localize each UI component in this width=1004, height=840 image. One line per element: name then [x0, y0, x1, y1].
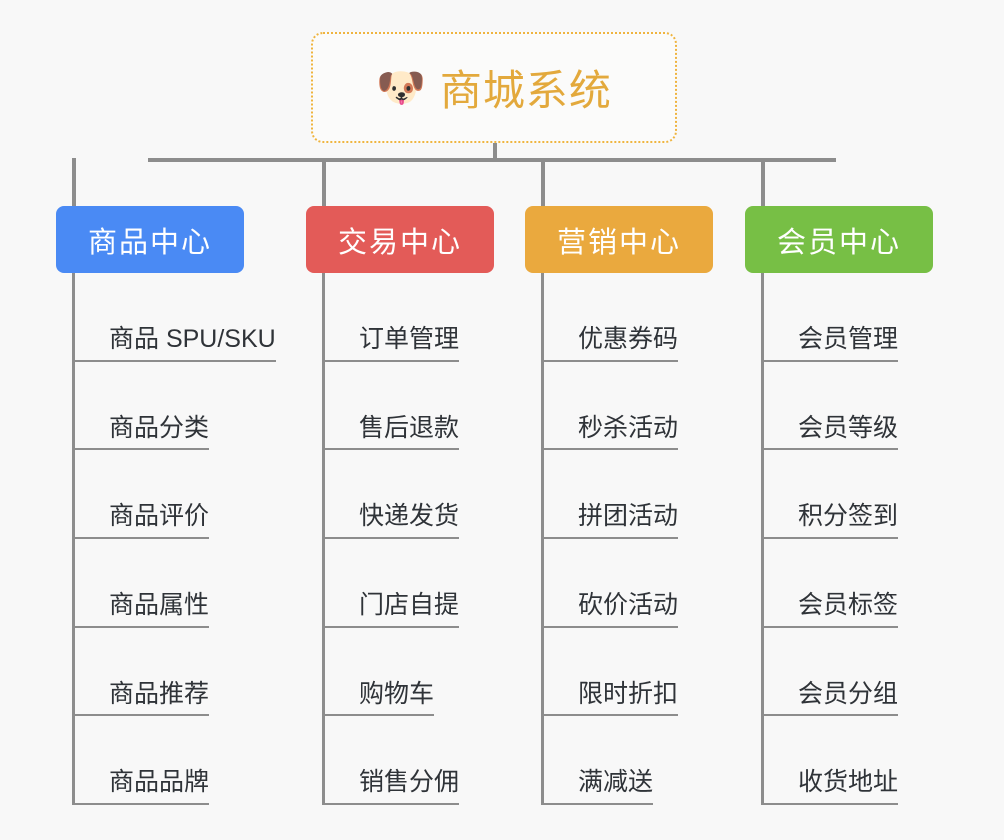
leaf-item[interactable]: 商品评价 — [75, 450, 244, 540]
leaf-item[interactable]: 会员分组 — [764, 628, 933, 717]
leaf-item-label: 拼团活动 — [578, 502, 679, 540]
leaf-item-label: 限时折扣 — [578, 680, 679, 717]
category-header-marketing-center[interactable]: 营销中心 — [525, 206, 713, 273]
leaf-item[interactable]: 订单管理 — [325, 273, 494, 362]
category-column-member-center: 会员中心会员管理会员等级积分签到会员标签会员分组收货地址 — [745, 206, 933, 806]
leaf-item-label: 秒杀活动 — [578, 414, 679, 451]
leaf-item[interactable]: 优惠券码 — [544, 273, 713, 362]
leaf-item[interactable]: 商品属性 — [75, 539, 244, 628]
leaf-item[interactable]: 会员标签 — [764, 539, 933, 628]
leaf-item-label: 积分签到 — [798, 502, 899, 540]
leaf-item-label: 销售分佣 — [359, 768, 460, 806]
root-title: 商城系统 — [439, 67, 612, 114]
leaf-item-label: 商品 SPU/SKU — [109, 325, 276, 362]
leaf-item-label: 商品评价 — [109, 502, 210, 540]
leaf-item[interactable]: 商品推荐 — [75, 628, 244, 717]
leaf-item-label: 砍价活动 — [578, 591, 679, 628]
leaf-list-member-center: 会员管理会员等级积分签到会员标签会员分组收货地址 — [761, 273, 933, 806]
connector-drop-trade-center — [322, 158, 326, 206]
leaf-item-label: 快递发货 — [359, 502, 460, 540]
leaf-item[interactable]: 限时折扣 — [544, 628, 713, 717]
leaf-item[interactable]: 购物车 — [325, 628, 494, 717]
leaf-item-label: 商品属性 — [109, 591, 210, 628]
leaf-item[interactable]: 收货地址 — [764, 716, 933, 806]
category-column-marketing-center: 营销中心优惠券码秒杀活动拼团活动砍价活动限时折扣满减送 — [525, 206, 713, 806]
category-column-trade-center: 交易中心订单管理售后退款快递发货门店自提购物车销售分佣 — [306, 206, 494, 806]
leaf-item[interactable]: 会员等级 — [764, 362, 933, 451]
leaf-item[interactable]: 砍价活动 — [544, 539, 713, 628]
leaf-item[interactable]: 秒杀活动 — [544, 362, 713, 451]
connector-drop-member-center — [761, 158, 765, 206]
leaf-list-product-center: 商品 SPU/SKU 商品分类商品评价商品属性商品推荐商品品牌 — [72, 273, 276, 806]
leaf-item[interactable]: 售后退款 — [325, 362, 494, 451]
leaf-item-label: 门店自提 — [359, 591, 460, 628]
leaf-item[interactable]: 积分签到 — [764, 450, 933, 540]
leaf-item[interactable]: 会员管理 — [764, 273, 933, 362]
leaf-item-label: 满减送 — [578, 768, 654, 806]
connector-root-stem — [493, 143, 497, 162]
leaf-item-label: 会员管理 — [798, 325, 899, 362]
leaf-item[interactable]: 拼团活动 — [544, 450, 713, 540]
leaf-item[interactable]: 商品分类 — [75, 362, 244, 451]
leaf-item[interactable]: 商品 SPU/SKU — [75, 273, 276, 362]
leaf-item[interactable]: 门店自提 — [325, 539, 494, 628]
leaf-item-label: 收货地址 — [798, 768, 899, 806]
leaf-item[interactable]: 商品品牌 — [75, 716, 244, 806]
leaf-list-trade-center: 订单管理售后退款快递发货门店自提购物车销售分佣 — [322, 273, 494, 806]
leaf-item-label: 订单管理 — [359, 325, 460, 362]
category-column-product-center: 商品中心商品 SPU/SKU 商品分类商品评价商品属性商品推荐商品品牌 — [56, 206, 276, 806]
leaf-item-label: 商品推荐 — [109, 680, 210, 717]
leaf-item[interactable]: 快递发货 — [325, 450, 494, 540]
category-header-product-center[interactable]: 商品中心 — [56, 206, 244, 273]
shiba-dog-face-icon: 🐶 — [376, 65, 426, 110]
leaf-item-label: 购物车 — [359, 680, 435, 717]
root-node[interactable]: 🐶 商城系统 — [311, 32, 677, 143]
connector-drop-product-center — [72, 158, 76, 206]
leaf-item-label: 会员分组 — [798, 680, 899, 717]
connector-horizontal-bus — [148, 158, 836, 162]
category-header-trade-center[interactable]: 交易中心 — [306, 206, 494, 273]
leaf-item[interactable]: 销售分佣 — [325, 716, 494, 806]
connector-drop-marketing-center — [541, 158, 545, 206]
leaf-item-label: 会员标签 — [798, 591, 899, 628]
category-header-member-center[interactable]: 会员中心 — [745, 206, 933, 273]
leaf-item[interactable]: 满减送 — [544, 716, 713, 806]
leaf-list-marketing-center: 优惠券码秒杀活动拼团活动砍价活动限时折扣满减送 — [541, 273, 713, 806]
leaf-item-label: 优惠券码 — [578, 325, 679, 362]
leaf-item-label: 会员等级 — [798, 414, 899, 451]
leaf-item-label: 商品品牌 — [109, 768, 210, 806]
leaf-item-label: 售后退款 — [359, 414, 460, 451]
leaf-item-label: 商品分类 — [109, 414, 210, 451]
